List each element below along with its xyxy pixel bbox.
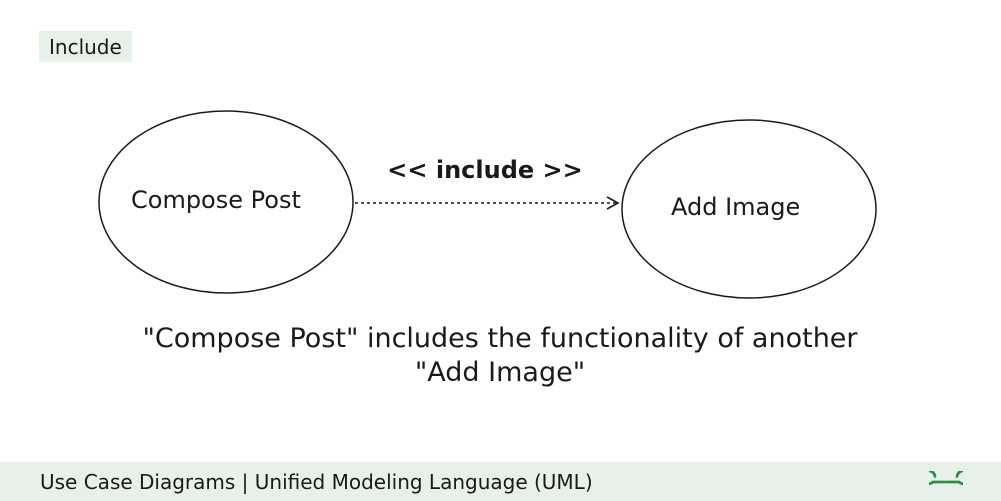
use-case-compose-post-label: Compose Post	[131, 186, 301, 214]
use-case-add-image-ellipse	[621, 119, 877, 299]
section-tag: Include	[39, 31, 132, 62]
section-tag-label: Include	[49, 34, 122, 59]
caption-line-2: "Add Image"	[414, 357, 586, 388]
use-case-diagram	[98, 110, 877, 299]
use-case-add-image-label: Add Image	[671, 193, 801, 221]
include-stereotype-label: << include >>	[387, 156, 583, 184]
footer-bar: Use Case Diagrams | Unified Modeling Lan…	[0, 462, 1001, 501]
diagram-caption: "Compose Post" includes the functionalit…	[60, 322, 940, 390]
footer-title: Use Case Diagrams | Unified Modeling Lan…	[40, 469, 593, 494]
geeksforgeeks-logo-svg	[929, 470, 963, 485]
caption-line-1: "Compose Post" includes the functionalit…	[142, 323, 858, 354]
geeksforgeeks-logo-icon	[929, 470, 963, 493]
use-case-compose-post-ellipse	[98, 110, 354, 294]
